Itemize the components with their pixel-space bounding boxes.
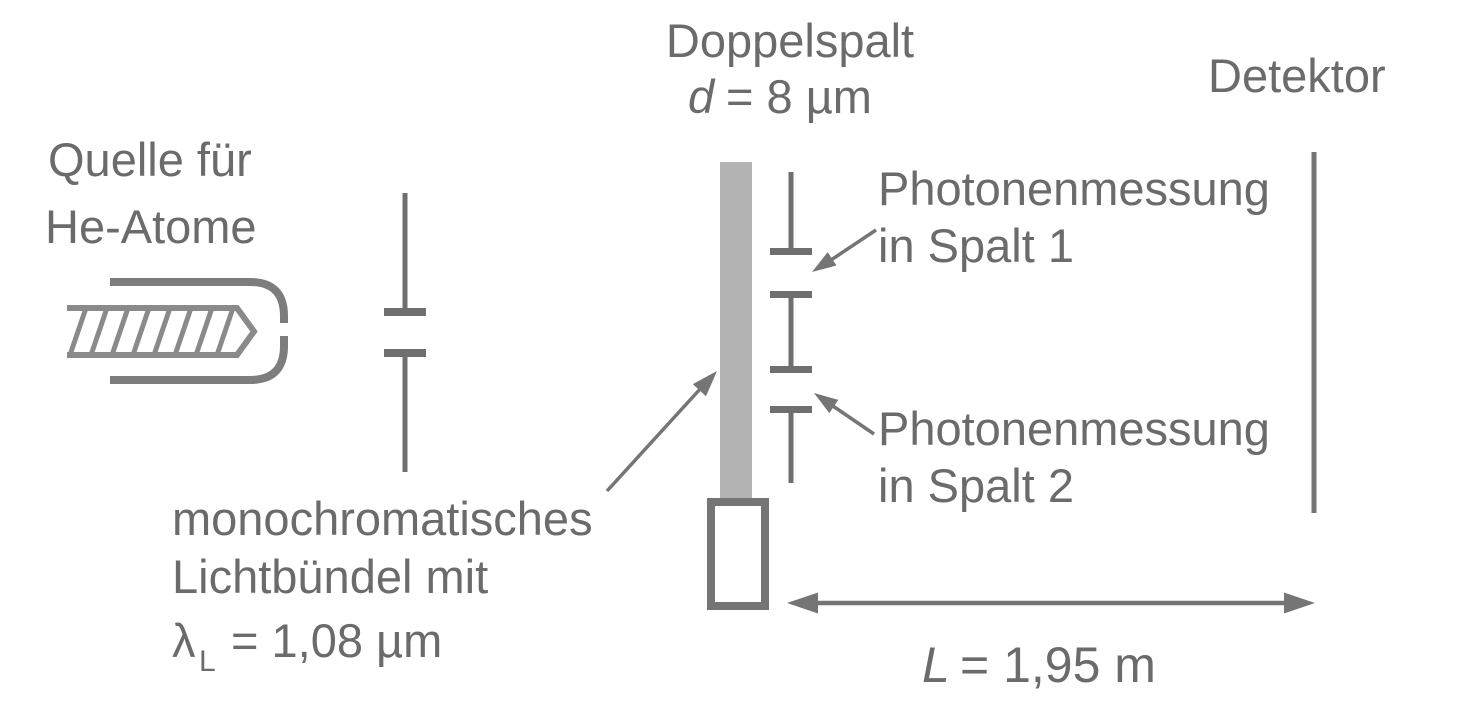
light-beam-bar [720,162,752,502]
double-slit [770,172,812,483]
length-value: = 1,95 m [960,637,1156,693]
double-slit-symbol: d [688,70,716,123]
atom-beam-arrow-outline [67,305,258,358]
length-label: L = 1,95 m [922,637,1156,693]
light-beam-label: monochromatisches Lichtbündel mit λ L = … [172,492,593,678]
length-symbol: L [922,637,950,693]
slit1-measurement-label: Photonenmessung in Spalt 1 [878,162,1270,272]
slit2-label-line1: Photonenmessung [878,402,1270,455]
light-source-box [707,498,769,610]
collimator-top-jaw [384,308,426,316]
source-bracket [110,278,288,384]
source-label: Quelle für He-Atome [45,133,257,253]
slit2-label-line2: in Spalt 2 [878,459,1074,512]
collimator-slit [384,193,426,472]
source-label-line1: Quelle für [48,133,252,186]
slit1-upper-jaw [770,248,812,255]
slit1-label-line2: in Spalt 1 [878,219,1074,272]
slit1-lower-jaw [770,291,812,298]
slit1-label-line1: Photonenmessung [878,162,1270,215]
light-label-line2: Lichtbündel mit [172,550,488,603]
light-label-line1: monochromatisches [172,492,593,545]
light-label-lambda: λ [172,614,196,667]
length-arrow-left-head [787,592,818,614]
slit2-upper-jaw [770,366,812,373]
length-arrow-right-head [1284,592,1315,614]
slit2-pointer-arrow [814,393,875,436]
collimator-bottom-jaw [384,349,426,357]
slit1-pointer-arrow [812,228,877,272]
light-label-lambda-sub: L [199,645,216,678]
detector-label: Detektor [1208,49,1386,102]
light-beam-pointer-arrow [605,371,717,493]
slit2-measurement-label: Photonenmessung in Spalt 2 [878,402,1270,512]
double-slit-title: Doppelspalt [666,14,914,67]
atom-beam-hatching [67,307,236,356]
atom-source [67,278,288,384]
slit2-lower-jaw [770,406,812,413]
length-arrow [787,592,1315,614]
light-label-value: = 1,08 µm [231,614,442,667]
source-label-line2: He-Atome [45,200,257,253]
double-slit-label: Doppelspalt d = 8 µm [666,14,914,123]
double-slit-value: = 8 µm [726,70,872,123]
